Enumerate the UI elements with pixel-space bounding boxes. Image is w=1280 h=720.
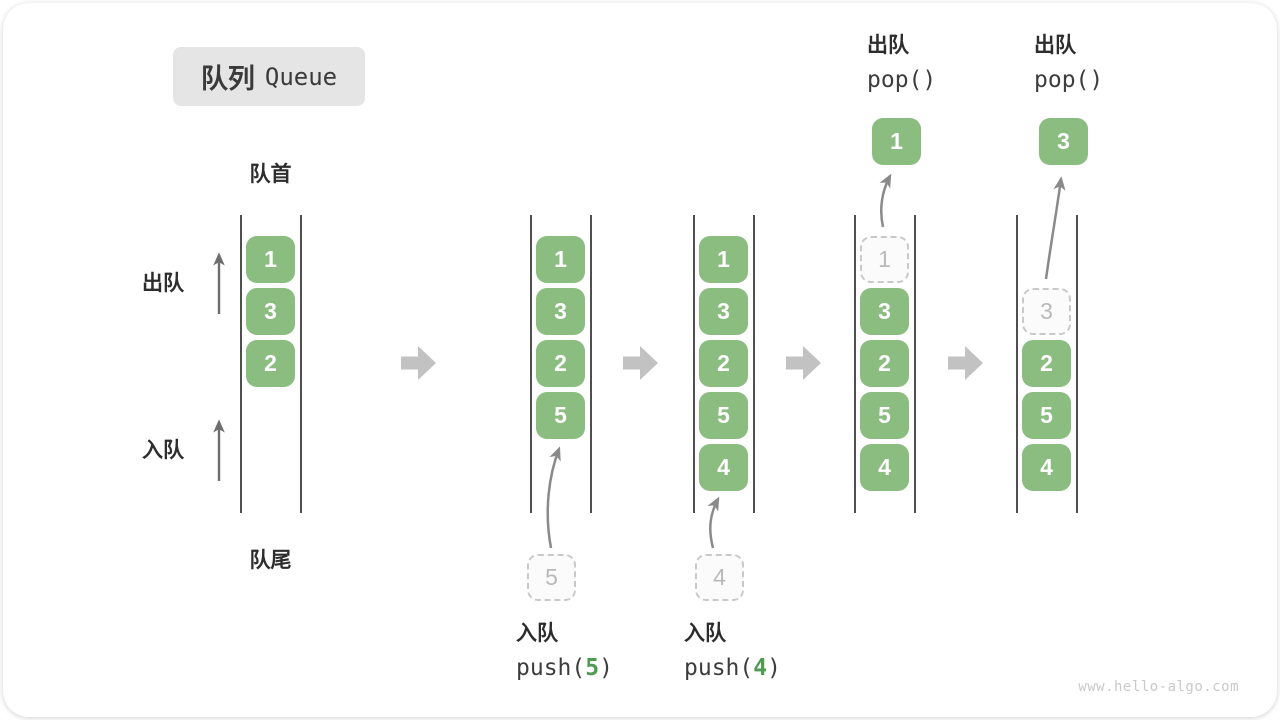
enqueue-operation-label: 入队 push(5) (516, 621, 613, 682)
removed-item-ghost: 3 (1022, 288, 1071, 335)
enqueue-op-code: push(4) (684, 654, 781, 682)
flow-arrow-icon (786, 346, 821, 380)
code-text: push( (516, 655, 586, 681)
queue-item: 4 (1022, 444, 1071, 491)
queue-item: 4 (860, 444, 909, 491)
queue-item: 2 (536, 340, 585, 387)
incoming-item-ghost: 4 (695, 554, 744, 601)
queue-wall-right (914, 215, 916, 513)
queue-item: 1 (699, 236, 748, 283)
queue-item: 2 (860, 340, 909, 387)
flow-arrow-icon (401, 346, 436, 380)
dequeue-side-label: 出队 (142, 272, 184, 295)
flow-arrow-icon (948, 346, 983, 380)
queue-item: 3 (246, 288, 295, 335)
queue-item: 1 (536, 236, 585, 283)
enqueue-arrow-icon (707, 496, 720, 549)
queue-item: 5 (699, 392, 748, 439)
queue-wall-left (693, 215, 695, 513)
incoming-item-ghost: 5 (527, 554, 576, 601)
queue-wall-right (300, 215, 302, 513)
dequeue-operation-label: 出队 pop() (1034, 33, 1103, 94)
dequeue-arrow-icon (1044, 176, 1066, 280)
queue-wall-left (854, 215, 856, 513)
diagram-card: 队列 Queue 队首 队尾 出队 入队 1 3 2 1 3 2 5 5 入队 (3, 3, 1277, 717)
removed-item-ghost: 1 (860, 236, 909, 283)
enqueue-arrow-icon (546, 446, 561, 549)
popped-item: 3 (1039, 118, 1088, 165)
queue-item: 2 (1022, 340, 1071, 387)
queue-wall-right (753, 215, 755, 513)
title-box: 队列 Queue (173, 47, 365, 106)
queue-item: 5 (536, 392, 585, 439)
code-arg: 5 (585, 655, 600, 681)
arrows-overlay (213, 173, 1066, 549)
enqueue-side-label: 入队 (142, 439, 184, 462)
dequeue-op-chinese: 出队 (1034, 34, 1076, 57)
queue-item: 2 (699, 340, 748, 387)
code-text: ) (599, 655, 613, 681)
queue-item: 5 (1022, 392, 1071, 439)
enqueue-op-code: push(5) (516, 654, 613, 682)
dequeue-arrow-icon (879, 173, 892, 228)
queue-item: 3 (699, 288, 748, 335)
enqueue-operation-label: 入队 push(4) (684, 621, 781, 682)
queue-item: 1 (246, 236, 295, 283)
queue-item: 5 (860, 392, 909, 439)
dequeue-op-code: pop() (1034, 67, 1104, 93)
queue-wall-right (1076, 215, 1078, 513)
queue-wall-right (590, 215, 592, 513)
queue-item: 3 (536, 288, 585, 335)
watermark: www.hello-algo.com (1078, 679, 1239, 695)
code-arg: 4 (753, 655, 768, 681)
queue-front-label: 队首 (249, 163, 292, 186)
queue-item: 4 (699, 444, 748, 491)
queue-wall-left (240, 215, 242, 513)
enqueue-op-chinese: 入队 (516, 622, 558, 645)
enqueue-op-chinese: 入队 (684, 622, 726, 645)
popped-item: 1 (872, 118, 921, 165)
queue-wall-left (530, 215, 532, 513)
queue-rear-label: 队尾 (249, 549, 292, 572)
queue-item: 2 (246, 340, 295, 387)
flow-arrow-icon (623, 346, 658, 380)
dequeue-op-chinese: 出队 (867, 34, 909, 57)
queue-wall-left (1016, 215, 1018, 513)
dequeue-operation-label: 出队 pop() (867, 33, 936, 94)
dequeue-op-code: pop() (867, 67, 937, 93)
title-english: Queue (264, 62, 338, 91)
queue-item: 3 (860, 288, 909, 335)
title-chinese: 队列 (200, 64, 255, 94)
code-text: ) (767, 655, 781, 681)
code-text: push( (684, 655, 754, 681)
